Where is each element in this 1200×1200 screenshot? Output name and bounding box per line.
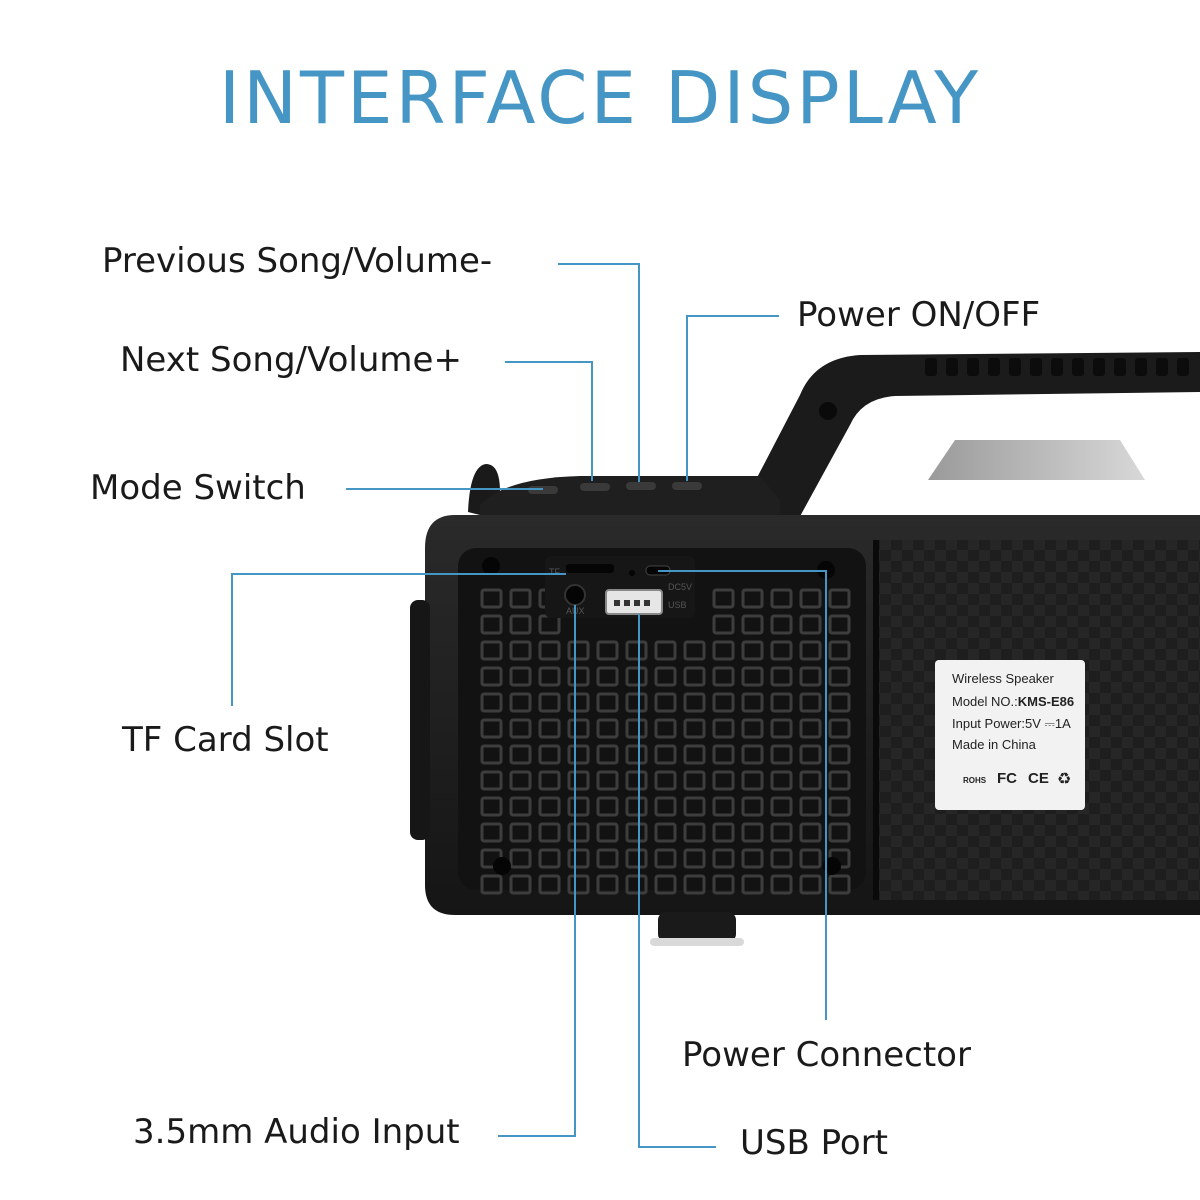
- spec-label-model: Model NO.:KMS-E86: [952, 694, 1074, 709]
- callout-tf-card: TF Card Slot: [122, 720, 329, 760]
- usb-port-label: USB: [668, 600, 687, 610]
- leader-previous: [558, 263, 640, 482]
- control-ridge: [480, 476, 780, 515]
- spec-label-line1: Wireless Speaker: [952, 671, 1055, 686]
- page-title: INTERFACE DISPLAY: [218, 56, 982, 140]
- leader-tf: [231, 573, 566, 706]
- handle-grip-ribs: [925, 358, 1189, 376]
- leader-usb: [638, 614, 716, 1148]
- leader-audio: [498, 605, 576, 1137]
- side-grip: [410, 600, 430, 840]
- speaker-foot-shadow: [650, 938, 744, 946]
- callout-power: Power ON/OFF: [797, 295, 1041, 335]
- grille-screw: [482, 557, 500, 575]
- previous-song-button[interactable]: [626, 482, 656, 490]
- callout-mode-switch: Mode Switch: [90, 468, 306, 508]
- top-metal-plate: [928, 440, 1145, 480]
- handle-screw: [819, 402, 837, 420]
- ce-mark: CE: [1028, 770, 1049, 787]
- leader-lines: [231, 263, 827, 1148]
- tf-card-slot[interactable]: [566, 564, 614, 573]
- leader-power-connector: [658, 570, 827, 1020]
- grille-screw: [823, 857, 841, 875]
- next-song-button[interactable]: [580, 483, 610, 491]
- spec-label-input: Input Power:5V ⎓1A: [952, 716, 1071, 731]
- usb-port-pins: [614, 600, 650, 606]
- power-button[interactable]: [672, 482, 702, 490]
- speaker-foot: [658, 912, 736, 942]
- tf-port-label: TF: [549, 567, 560, 577]
- grille-cells: [480, 588, 851, 895]
- fc-mark: FC: [997, 770, 1017, 787]
- callout-audio-input: 3.5mm Audio Input: [133, 1112, 460, 1152]
- dc-port-label: DC5V: [668, 582, 692, 592]
- carry-handle[interactable]: [735, 352, 1200, 520]
- spec-label: [935, 660, 1085, 810]
- callout-usb-port: USB Port: [740, 1123, 889, 1163]
- recycle-icon: ♻: [1057, 771, 1071, 788]
- spec-label-origin: Made in China: [952, 737, 1037, 752]
- callout-next-song: Next Song/Volume+: [120, 340, 462, 380]
- leader-next: [505, 361, 593, 481]
- callout-previous-song: Previous Song/Volume-: [102, 241, 493, 281]
- leader-power: [686, 315, 779, 481]
- indicator-led: [629, 570, 635, 576]
- rohs-mark: ROHS: [963, 776, 987, 785]
- audio-input-jack[interactable]: [564, 584, 586, 606]
- grille-screw: [493, 857, 511, 875]
- callout-power-connector: Power Connector: [682, 1035, 971, 1075]
